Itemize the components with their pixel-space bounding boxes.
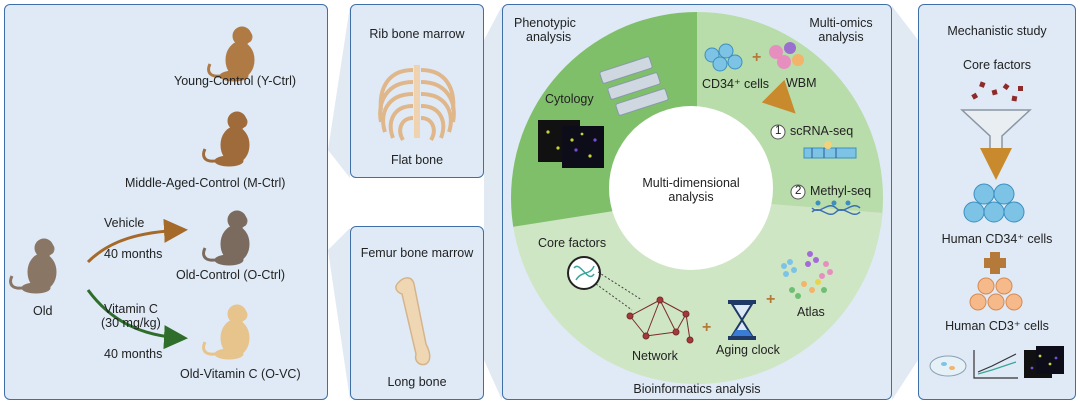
old-label: Old [33,304,53,318]
human-cd34-label: Human CD34⁺ cells [941,232,1053,246]
step-2-badge [790,184,806,200]
svg-text:+: + [766,291,775,308]
human-cd3-label: Human CD3⁺ cells [945,319,1049,333]
svg-text:+: + [702,319,711,336]
connector-wedge [484,6,502,400]
vitc-label: Vitamin C [104,302,158,316]
bioinformatics-label: Bioinformatics analysis [633,382,761,396]
human-cd3-cells-icon [969,277,1023,311]
aging-clock-icon [728,300,756,340]
core-factors-icon [971,81,1023,102]
human-cd34-cells-icon [963,183,1025,223]
funnel-icon [960,109,1032,151]
methyl-seq-label: Methyl-seq [810,184,872,198]
core-factors-title: Core factors [962,58,1032,72]
rib-caption: Flat bone [390,153,444,167]
vehicle-arrow [86,218,188,264]
cd34-cells-label: CD34⁺ cells [702,77,770,91]
line-graph-icon [973,350,1018,379]
petri-dish-icon [929,355,967,377]
step-1-badge [770,124,786,140]
scrna-seq-label: scRNA-seq [790,124,854,138]
femur-icon [395,277,431,366]
phenotypic-title: Phenotypic analysis [514,16,576,44]
center-disc [609,106,773,270]
cytology-label: Cytology [545,92,594,106]
connector-wedge [328,228,350,400]
group-label-old-control: Old-Control (O-Ctrl) [176,268,286,282]
rib-title: Rib bone marrow [369,27,465,41]
multiomics-title: Multi-omics analysis [809,16,873,44]
cd34-cells-icon [704,43,743,72]
plus-icon [984,252,1006,274]
atlas-label: Atlas [797,305,825,319]
microscopy-image [1036,346,1064,374]
aging-clock-label: Aging clock [716,343,780,357]
svg-text:+: + [752,49,761,66]
scrna-seq-icon [803,141,857,159]
femur-caption: Long bone [387,375,447,389]
mechanistic-title: Mechanistic study [947,24,1047,38]
connector-wedge [328,6,350,178]
vitc-duration: 40 months [104,347,163,361]
step-1-number: 1 [775,125,782,137]
step-2-number: 2 [795,185,802,197]
methyl-seq-icon [811,205,861,215]
group-label-old-vc: Old-Vitamin C (O-VC) [180,367,301,381]
core-factors-label: Core factors [538,236,607,250]
group-label-middle: Middle-Aged-Control (M-Ctrl) [125,176,286,190]
atlas-icon [781,251,833,299]
vitc-dose: (30 mg/kg) [101,316,161,330]
wbm-label: WBM [786,76,817,90]
connector-wedge [892,6,918,400]
vehicle-label: Vehicle [104,216,145,230]
center-title: Multi-dimensional analysis [642,176,740,204]
slides-icon [599,56,669,116]
network-label: Network [632,349,678,363]
vehicle-duration: 40 months [104,247,163,261]
femur-title: Femur bone marrow [360,246,474,260]
ribcage-icon [378,65,456,142]
wbm-cells-icon [769,42,804,69]
network-icon [626,296,694,344]
group-label-young: Young-Control (Y-Ctrl) [174,74,297,88]
vitc-arrow [86,289,188,350]
bioinformatics-sector [511,198,883,384]
microscopy-image [562,126,604,168]
